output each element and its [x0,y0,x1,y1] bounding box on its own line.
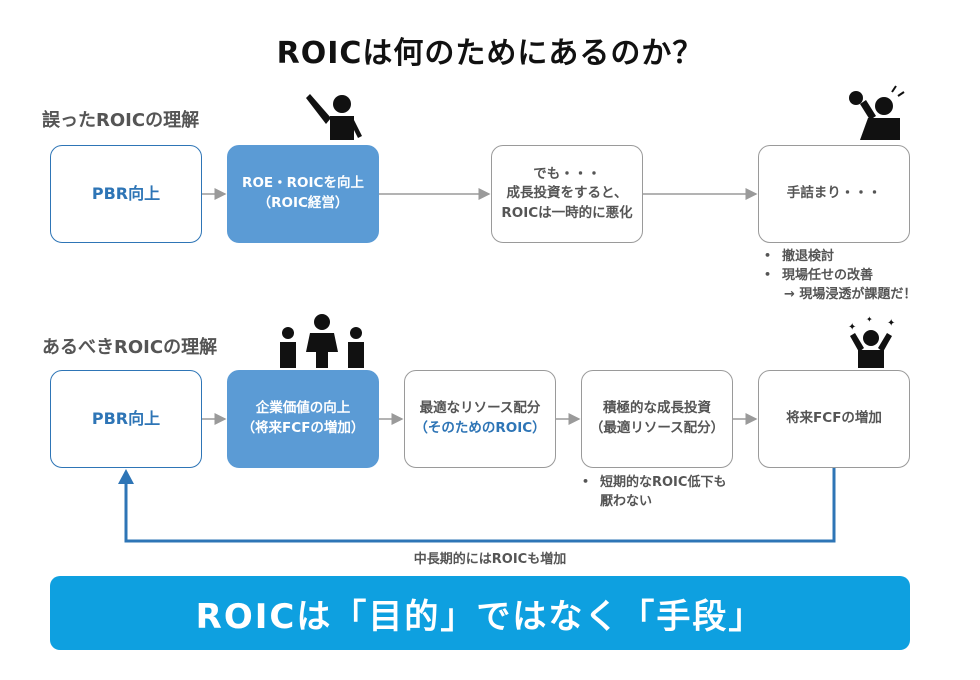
person-celebrating-icon: ✦ ✦ ✦ [848,315,895,368]
wrong-pbr-box: PBR向上 [50,145,202,243]
right-bullet-list: •短期的なROIC低下も 厭わない [582,474,726,512]
right-resource-allocation-box: 最適なリソース配分 （そのためのROIC） [404,370,556,468]
feedback-loop-arrow [124,468,836,543]
wrong-bullet-list: •撤退検討 •現場任せの改善 → 現場浸透が課題だ！ [764,248,916,305]
right-enterprise-value-line1: 企業価値の向上 [255,400,351,417]
feedback-loop-arrowhead [118,469,134,484]
list-item: •現場任せの改善 [764,267,916,286]
loop-label: 中長期的にはROICも増加 [413,552,567,567]
wrong-sub-note: → 現場浸透が課題だ！ [784,286,917,302]
wrong-bullet-2: 現場任せの改善 [782,267,874,283]
right-resource-allocation-line2: （そのためのROIC） [414,420,546,436]
wrong-pbr-text: PBR向上 [91,184,161,204]
list-item: •撤退検討 [764,248,916,267]
right-pbr-text: PBR向上 [91,409,161,429]
wrong-growth-line1: でも・・・ [533,165,601,182]
wrong-roe-roic-line2: （ROIC経営） [257,195,349,211]
business-team-icon [280,314,364,368]
wrong-bullet-1: 撤退検討 [782,249,835,264]
wrong-stuck-text: 手詰まり・・・ [786,185,882,202]
wrong-roe-roic-line1: ROE・ROICを向上 [242,175,364,192]
right-enterprise-value-line2: （将来FCFの増加） [241,420,365,436]
svg-text:✦: ✦ [866,315,873,324]
right-future-fcf-text: 将来FCFの増加 [786,410,882,427]
wrong-growth-box: でも・・・ 成長投資をすると、 ROICは一時的に悪化 [491,145,643,243]
svg-text:✦: ✦ [887,318,895,329]
wrong-growth-line3: ROICは一時的に悪化 [501,204,633,221]
right-bullet-1: 短期的なROIC低下も [600,475,727,490]
list-item: •短期的なROIC低下も [582,474,726,493]
right-bullet-1-cont: 厭わない [600,493,653,509]
right-resource-allocation-line1: 最適なリソース配分 [419,400,541,417]
right-section-label: あるべきROICの理解 [42,337,218,358]
right-growth-investment-box: 積極的な成長投資 （最適リソース配分） [581,370,733,468]
wrong-stuck-box: 手詰まり・・・ [758,145,910,243]
person-frustrated-icon [849,85,905,140]
right-growth-investment-line2: （最適リソース配分） [589,420,725,436]
wrong-roe-roic-box: ROE・ROICを向上 （ROIC経営） [227,145,379,243]
right-growth-investment-line1: 積極的な成長投資 [603,400,711,417]
right-enterprise-value-box: 企業価値の向上 （将来FCFの増加） [227,370,379,468]
right-future-fcf-box: 将来FCFの増加 [758,370,910,468]
conclusion-banner: ROICは「目的」ではなく「手段」 [50,576,910,650]
page-title: ROICは何のためにあるのか？ [276,36,704,71]
right-pbr-box: PBR向上 [50,370,202,468]
person-raising-hand-icon [306,94,362,140]
wrong-section-label: 誤ったROICの理解 [42,110,200,131]
wrong-growth-line2: 成長投資をすると、 [506,185,628,202]
svg-text:✦: ✦ [848,322,856,333]
